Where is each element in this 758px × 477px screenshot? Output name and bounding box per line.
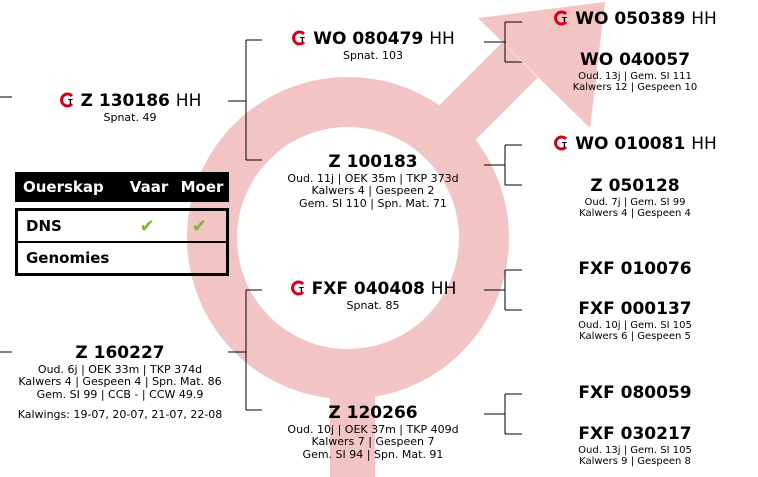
table-row-dns: DNS ✔ ✔ [18,211,226,241]
gg-node-6: FXF 000137 Oud. 10j | Gem. SI 105 Kalwer… [555,300,715,343]
dam-detail-3: Gem. SI 99 | CCB - | CCW 49.9 [0,389,240,402]
dam-calvings: Kalwings: 19-07, 20-07, 21-07, 22-08 [0,409,240,422]
sire-sire-id: WO 080479 [313,29,423,49]
sire-sire-node: T WO 080479 HH Spnat. 103 [262,30,484,62]
gg-detail-2b: Kalwers 12 | Gespeen 10 [555,82,715,94]
dam-sire-id: FXF 040408 [312,279,425,299]
parentage-table: Ouerskap Vaar Moer DNS ✔ ✔ Genomies [15,172,229,276]
sire-dam-id: Z 100183 [262,153,484,173]
svg-text:T: T [300,36,305,44]
gg-id-6: FXF 000137 [555,300,715,320]
header-ouerskap: Ouerskap [15,178,123,196]
sire-sire-hh: HH [429,29,455,49]
gg-node-3: T WO 010081 HH [530,135,740,155]
gg-detail-6a: Oud. 10j | Gem. SI 105 [555,320,715,332]
parentage-table-body: DNS ✔ ✔ Genomies [15,208,229,276]
dam-id: Z 160227 [0,344,240,364]
dam-detail-2: Kalwers 4 | Gespeen 4 | Spn. Mat. 86 [0,376,240,389]
sire-dam-node: Z 100183 Oud. 11j | OEK 35m | TKP 373d K… [262,153,484,210]
sire-id: Z 130186 [81,91,170,111]
gg-node-4: Z 050128 Oud. 7j | Gem. SI 99 Kalwers 4 … [555,177,715,220]
sire-node: T Z 130186 HH Spnat. 49 [40,92,220,124]
gg-node-5: FXF 010076 [555,260,715,280]
gg-detail-4b: Kalwers 4 | Gespeen 4 [555,208,715,220]
svg-text:T: T [562,141,567,149]
dam-dam-id: Z 120266 [262,404,484,424]
row-label-dns: DNS [18,217,122,235]
table-row-genomies: Genomies [18,241,226,273]
check-icon: ✔ [122,216,173,237]
sire-hh: HH [176,91,202,111]
dam-sire-node: T FXF 040408 HH Spnat. 85 [262,280,484,312]
svg-text:T: T [299,286,304,294]
gg-id-5: FXF 010076 [555,260,715,280]
gg-node-7: FXF 080059 [555,384,715,404]
header-moer: Moer [175,178,229,196]
gt-logo-icon: T [553,135,569,151]
gg-id-8: FXF 030217 [555,425,715,445]
gg-id-2: WO 040057 [555,51,715,71]
gg-hh-3: HH [691,134,717,154]
check-icon: ✔ [173,216,226,237]
dam-node: Z 160227 Oud. 6j | OEK 33m | TKP 374d Ka… [0,344,240,422]
dam-sire-hh: HH [431,279,457,299]
gg-node-1: T WO 050389 HH [530,10,740,30]
svg-text:T: T [68,98,73,106]
gg-detail-4a: Oud. 7j | Gem. SI 99 [555,197,715,209]
dam-dam-node: Z 120266 Oud. 10j | OEK 37m | TKP 409d K… [262,404,484,461]
gg-id-7: FXF 080059 [555,384,715,404]
gg-detail-2a: Oud. 13j | Gem. SI 111 [555,71,715,83]
gg-detail-6b: Kalwers 6 | Gespeen 5 [555,331,715,343]
dam-dam-detail-2: Kalwers 7 | Gespeen 7 [262,436,484,449]
gt-logo-icon: T [291,30,307,46]
gg-detail-8a: Oud. 13j | Gem. SI 105 [555,445,715,457]
dam-dam-detail-3: Gem. SI 94 | Spn. Mat. 91 [262,449,484,462]
row-label-genomies: Genomies [18,249,123,267]
sire-dam-detail-2: Kalwers 4 | Gespeen 2 [262,185,484,198]
gg-node-2: WO 040057 Oud. 13j | Gem. SI 111 Kalwers… [555,51,715,94]
gt-logo-icon: T [553,10,569,26]
gg-id-1: WO 050389 [575,9,685,29]
gg-node-8: FXF 030217 Oud. 13j | Gem. SI 105 Kalwer… [555,425,715,468]
sire-detail: Spnat. 49 [40,112,220,125]
gt-logo-icon: T [59,92,75,108]
gt-logo-icon: T [290,280,306,296]
svg-text:T: T [562,16,567,24]
sire-sire-detail: Spnat. 103 [262,50,484,63]
gg-detail-8b: Kalwers 9 | Gespeen 8 [555,456,715,468]
sire-dam-detail-3: Gem. SI 110 | Spn. Mat. 71 [262,198,484,211]
header-vaar: Vaar [123,178,175,196]
gg-id-4: Z 050128 [555,177,715,197]
parentage-table-header: Ouerskap Vaar Moer [15,172,229,202]
dam-sire-detail: Spnat. 85 [262,300,484,313]
gg-id-3: WO 010081 [575,134,685,154]
gg-hh-1: HH [691,9,717,29]
